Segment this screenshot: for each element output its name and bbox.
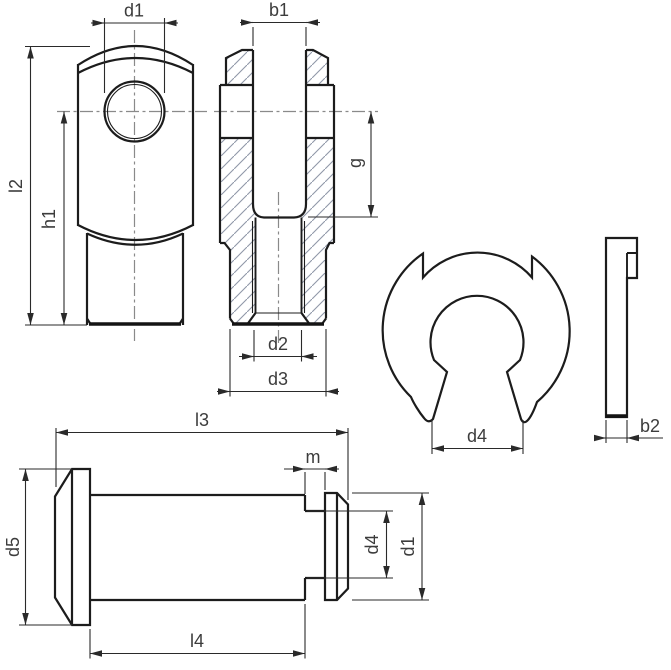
extension-lines: [25, 18, 178, 326]
dim-label-d4-pin: d4: [362, 534, 382, 554]
hatch-left-prong: [226, 50, 253, 85]
thread-crest-lines: [251, 221, 306, 314]
view-clevis-pin: l3 m d5 d4 d1 l4: [3, 410, 429, 659]
eye-hole-chamfer: [106, 83, 163, 140]
dim-label-d5: d5: [3, 537, 23, 557]
clip-outline: [381, 251, 571, 424]
dim-label-d3: d3: [268, 369, 288, 389]
dim-label-d2: d2: [268, 334, 288, 354]
pin-outline: [53, 467, 350, 627]
dim-label-b1: b1: [269, 0, 289, 20]
dim-label-d4-clip: d4: [467, 426, 487, 446]
clip-side-outline: [604, 236, 639, 419]
view-rod-eye-front: d1 l2 h1: [6, 1, 207, 341]
dim-label-h1: h1: [39, 209, 59, 229]
hatch-left-body: [220, 138, 264, 324]
dim-label-g: g: [345, 158, 365, 168]
view-rod-eye-section: b1 g d2 d3: [214, 0, 378, 397]
clip-notch-edges: [626, 252, 637, 278]
dim-label-m: m: [306, 447, 321, 467]
hatch-right-body: [294, 138, 334, 324]
view-retaining-clip: d4: [381, 251, 571, 454]
dim-label-d1-eye: d1: [124, 1, 144, 21]
dim-label-l2: l2: [6, 179, 26, 193]
eye-hole-outer: [103, 80, 166, 143]
view-clip-side: b2: [594, 236, 663, 443]
rod-eye-outline: [76, 44, 195, 325]
extension-lines: [19, 428, 429, 659]
threaded-bore: [254, 217, 303, 313]
extension-lines: [217, 21, 378, 397]
dim-label-l4: l4: [190, 631, 204, 651]
hatch-right-prong: [306, 50, 328, 85]
centerline: [57, 30, 207, 341]
dim-label-d1-pin: d1: [398, 536, 418, 556]
dim-label-l3: l3: [195, 410, 209, 430]
dim-label-b2: b2: [640, 416, 660, 436]
fork-outline: [218, 48, 336, 325]
